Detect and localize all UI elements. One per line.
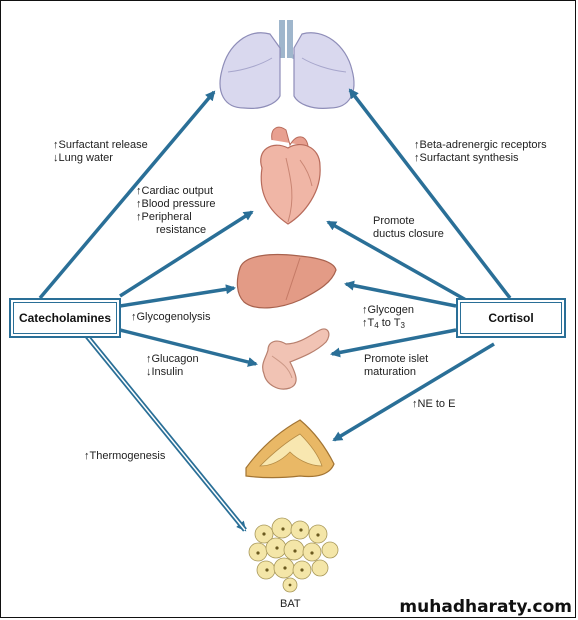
arrow-cat-heart <box>119 210 254 298</box>
effect-ne-to-e: ↑NE to E <box>412 398 456 410</box>
effect-peripheral: ↑Peripheral <box>136 211 192 223</box>
pancreas-illustration <box>262 328 330 390</box>
arrow-cor-pancreas <box>330 328 457 358</box>
lungs-illustration <box>219 20 355 109</box>
cortisol-label: Cortisol <box>488 311 534 325</box>
cortisol-box: Cortisol <box>456 298 566 338</box>
effect-ductus-closure: ductus closure <box>373 228 444 240</box>
heart-effects-left: ↑Cardiac output ↑Blood pressure ↑Periphe… <box>136 185 216 237</box>
catecholamines-label: Catecholamines <box>18 311 112 325</box>
arrow-cat-liver <box>119 284 236 308</box>
effect-maturation: maturation <box>364 366 416 378</box>
bat-label: BAT <box>280 598 301 610</box>
adrenal-effect-right: ↑NE to E <box>412 398 455 411</box>
effect-surfactant-synthesis: ↑Surfactant synthesis <box>414 152 519 164</box>
liver-effect-left: ↑Glycogenolysis <box>131 311 210 324</box>
effect-blood-pressure: ↑Blood pressure <box>136 198 216 210</box>
liver-effects-right: ↑Glycogen ↑T4 to T3 <box>362 304 414 330</box>
effect-surfactant-release: ↑Surfactant release <box>53 139 148 151</box>
arrow-cor-heart <box>326 220 467 302</box>
effect-glycogenolysis: ↑Glycogenolysis <box>131 311 211 323</box>
arrow-cat-lungs <box>38 90 216 300</box>
heart-effects-right: Promote ductus closure <box>373 215 444 241</box>
bat-effect-left: ↑Thermogenesis <box>84 450 165 463</box>
lung-effects-right: ↑Beta-adrenergic receptors ↑Surfactant s… <box>414 139 547 165</box>
lung-effects-left: ↑Surfactant release ↓Lung water <box>53 139 148 165</box>
watermark: muhadharaty.com <box>399 597 572 617</box>
catecholamines-box: Catecholamines <box>9 298 121 338</box>
arrow-cor-lungs <box>348 88 512 300</box>
effect-thermogenesis: ↑Thermogenesis <box>84 450 166 462</box>
effect-glycogen: ↑Glycogen <box>362 304 414 316</box>
arrow-cat-bat <box>84 333 247 532</box>
effect-resistance: resistance <box>156 224 207 236</box>
effect-cardiac-output: ↑Cardiac output <box>136 185 214 197</box>
effect-promote: Promote <box>373 215 415 227</box>
adrenal-illustration <box>245 419 335 479</box>
pancreas-effects-left: ↑Glucagon ↓Insulin <box>146 353 199 379</box>
arrow-cor-adrenal <box>332 342 495 442</box>
pancreas-effects-right: Promote islet maturation <box>364 353 428 379</box>
effect-beta-adrenergic: ↑Beta-adrenergic receptors <box>414 139 547 151</box>
liver-illustration <box>236 253 337 309</box>
heart-illustration <box>260 126 321 225</box>
arrow-cor-liver <box>344 280 457 308</box>
effect-promote-islet: Promote islet <box>364 353 429 365</box>
effect-glucagon: ↑Glucagon <box>146 353 199 365</box>
effect-lung-water: ↓Lung water <box>53 152 113 164</box>
effect-insulin: ↓Insulin <box>146 366 184 378</box>
effect-t4-to-t3: ↑T4 to T3 <box>362 317 405 330</box>
bat-illustration <box>248 517 339 593</box>
arrow-cat-pancreas <box>119 328 258 367</box>
bat-caption: BAT <box>280 598 301 611</box>
